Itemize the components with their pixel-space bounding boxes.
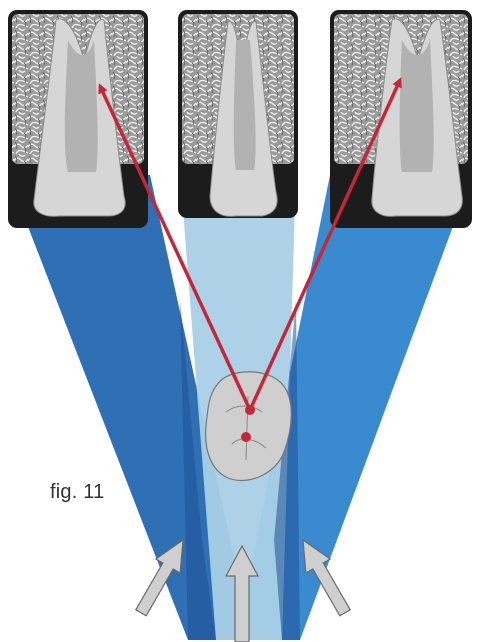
canal-point-lower (241, 432, 251, 442)
radiograph-center (178, 10, 298, 218)
figure-label: fig. 11 (50, 481, 104, 504)
radiograph-left (8, 10, 148, 228)
radiograph-right (330, 10, 472, 228)
